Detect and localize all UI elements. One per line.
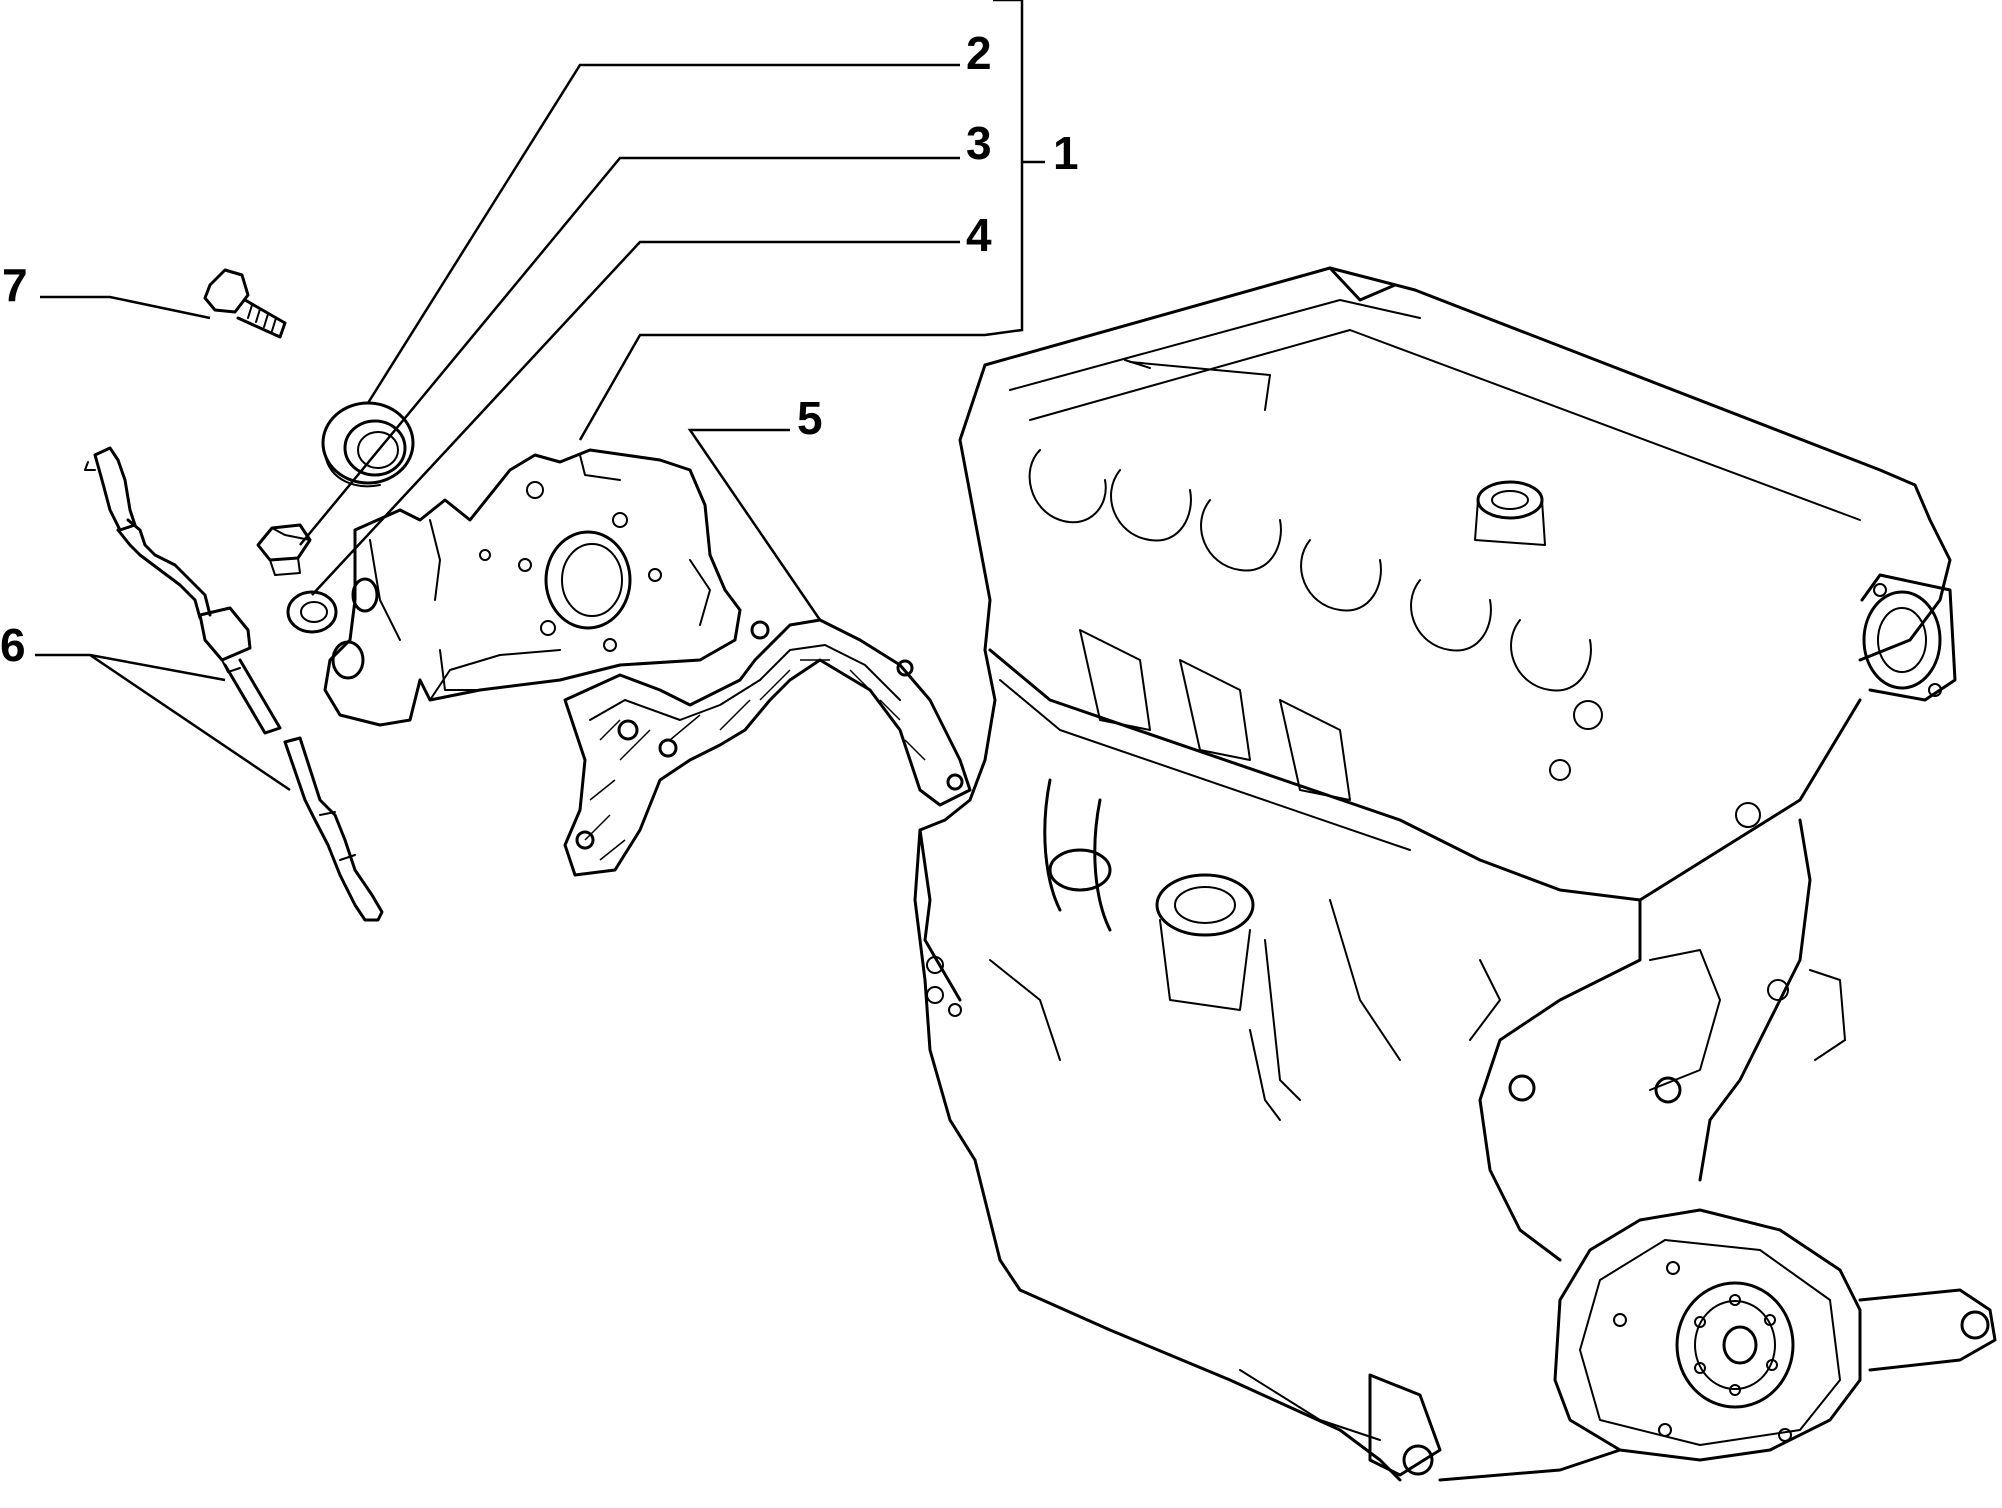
drain-plug — [256, 523, 312, 576]
callout-4: 4 — [966, 209, 992, 261]
leader-7 — [40, 295, 211, 320]
leader-lines — [35, 0, 1045, 792]
sealing-washer — [286, 590, 338, 634]
leader-4 — [311, 240, 960, 596]
bolt — [203, 268, 287, 339]
leader-6a — [35, 653, 226, 682]
oil-seal-ring — [321, 401, 415, 488]
callout-2: 2 — [966, 27, 992, 79]
callout-3: 3 — [966, 117, 992, 169]
callout-6: 6 — [0, 619, 26, 671]
callout-5: 5 — [797, 392, 823, 444]
oil-level-sensor — [84, 446, 384, 922]
leader-6b — [89, 653, 291, 792]
leader-3 — [299, 156, 960, 546]
leader-1-pump — [578, 333, 985, 441]
callout-7: 7 — [2, 259, 28, 311]
callout-1: 1 — [1053, 127, 1079, 179]
oil-pump-body — [323, 448, 742, 727]
leader-5 — [687, 428, 822, 621]
engine-block — [913, 266, 1997, 1482]
leader-2 — [366, 63, 960, 404]
oil-pump-gasket — [563, 618, 972, 877]
bracket-1 — [984, 0, 1024, 337]
